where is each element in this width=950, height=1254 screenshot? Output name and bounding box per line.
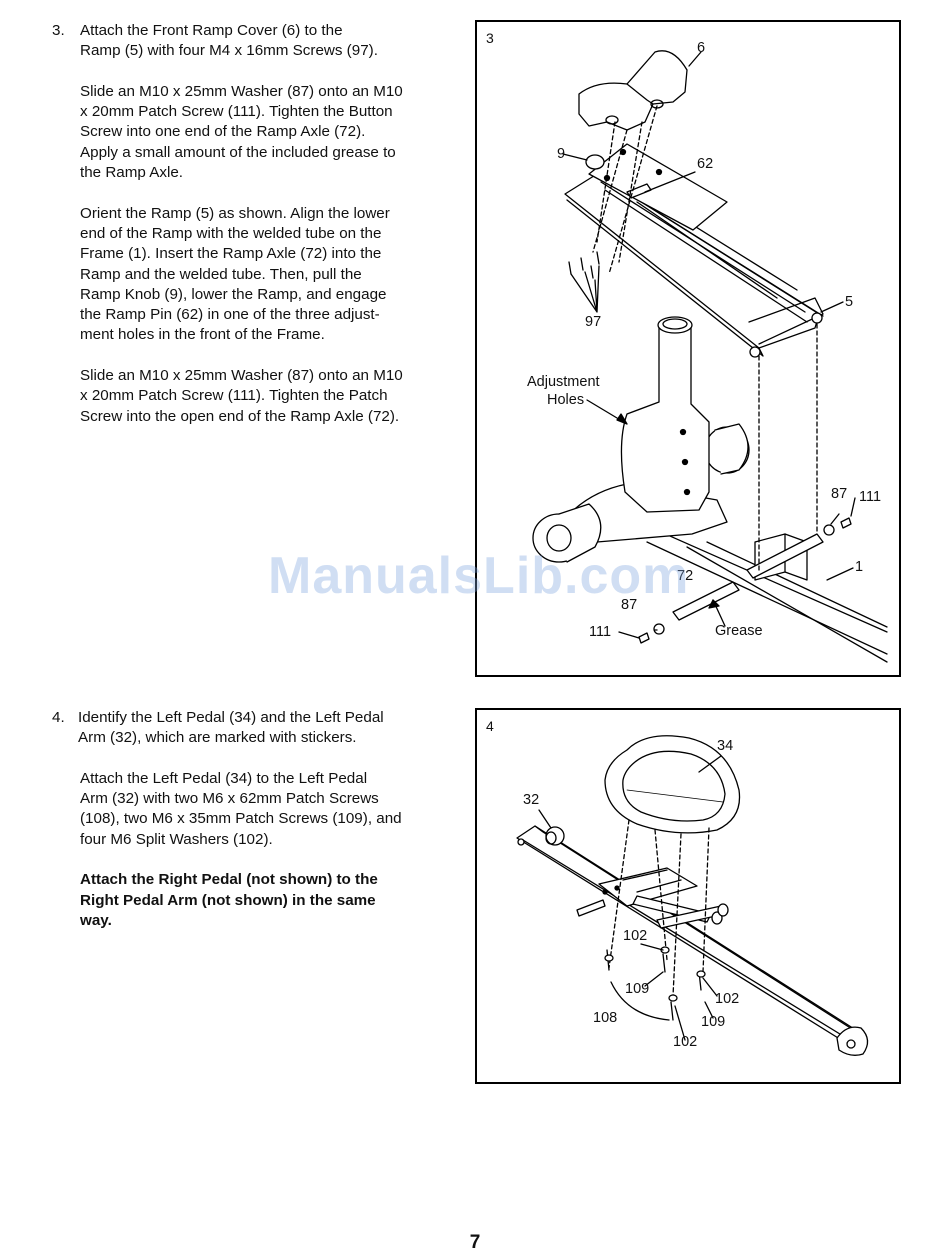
label-ramp: 5 (845, 294, 854, 310)
label-washer-102-top: 102 (623, 928, 648, 944)
text-line: x 20mm Patch Screw (111). Tighten the Bu… (80, 103, 393, 121)
step-4-paragraph: Identify the Left Pedal (34) and the Lef… (78, 708, 458, 749)
ramp-axle-loose (672, 581, 740, 621)
figure-4-pedal-assembly: 4 (475, 708, 901, 1084)
text-line: Slide an M10 x 25mm Washer (87) onto an … (80, 82, 403, 100)
page-number: 7 (469, 1232, 481, 1253)
ramp-knob (585, 154, 605, 170)
label-pedal-arm: 32 (523, 792, 540, 808)
text-line: ment holes in the front of the Frame. (80, 326, 325, 344)
bracket-stub (576, 899, 606, 917)
ramp-end (748, 297, 824, 345)
label-screw-109-right: 109 (701, 1014, 726, 1030)
text-line: x 20mm Patch Screw (111). Tighten the Pa… (80, 387, 388, 405)
figure-4-drawing (516, 735, 869, 1056)
text-line: the Ramp Pin (62) in one of the three ad… (80, 306, 380, 324)
pedal-arm (516, 825, 860, 1047)
label-washer-right: 87 (831, 486, 848, 502)
text-line: Frame (1). Insert the Ramp Axle (72) int… (80, 245, 382, 263)
text-line: four M6 Split Washers (102). (80, 830, 273, 848)
label-screw-108: 108 (593, 1010, 618, 1026)
label-screw-left: 111 (589, 624, 612, 640)
step-4-body: Identify the Left Pedal (34) and the Lef… (78, 708, 458, 952)
washer-right (823, 524, 835, 536)
screws-97 (568, 251, 600, 279)
screw-right (840, 517, 852, 529)
text-line: Screw into one end of the Ramp Axle (72)… (80, 123, 366, 141)
label-washer-102-right: 102 (715, 991, 740, 1007)
text-line: Arm (32) with two M6 x 62mm Patch Screws (80, 790, 379, 808)
text-line: Attach the Right Pedal (not shown) to th… (80, 871, 378, 889)
ramp-axle (746, 533, 824, 579)
label-washer-102-bottom: 102 (673, 1034, 698, 1050)
label-cover: 6 (697, 40, 706, 56)
washer-102 (696, 970, 706, 978)
label-pedal: 34 (717, 738, 734, 754)
step-4-number: 4. (52, 709, 65, 726)
front-ramp-cover (578, 50, 688, 131)
label-adjustment-holes-1: Adjustment (527, 374, 600, 390)
step-4-bold-note: Attach the Right Pedal (not shown) to th… (80, 870, 458, 931)
label-screw-right: 111 (859, 489, 882, 505)
label-axle: 72 (677, 568, 694, 584)
step-3-paragraph: Slide an M10 x 25mm Washer (87) onto an … (80, 366, 460, 427)
frame-upright (620, 326, 710, 513)
step-3-paragraph: Attach the Front Ramp Cover (6) to the R… (80, 21, 460, 62)
figure-3-ramp-assembly: 3 (475, 20, 901, 677)
label-screws-97: 97 (585, 314, 602, 330)
washer-102 (604, 954, 614, 962)
label-grease: Grease (715, 623, 763, 639)
label-knob: 9 (557, 146, 566, 162)
label-pin: 62 (697, 156, 714, 172)
label-screw-109-left: 109 (625, 981, 650, 997)
screw-left (638, 632, 650, 644)
text-line: Arm (32), which are marked with stickers… (78, 729, 357, 747)
label-adjustment-holes-2: Holes (547, 392, 585, 408)
frame-tube-lower (686, 546, 888, 663)
step-3-body: Attach the Front Ramp Cover (6) to the R… (80, 21, 460, 447)
text-line: (108), two M6 x 35mm Patch Screws (109),… (80, 810, 402, 828)
text-line: Attach the Left Pedal (34) to the Left P… (80, 769, 368, 787)
step-3-number: 3. (52, 22, 65, 39)
text-line: way. (80, 911, 112, 929)
washer-102 (668, 994, 678, 1002)
text-line: Orient the Ramp (5) as shown. Align the … (80, 204, 390, 222)
step-3-paragraph: Slide an M10 x 25mm Washer (87) onto an … (80, 82, 460, 183)
figure-3-number: 3 (486, 30, 494, 46)
screw-109-left (662, 953, 666, 973)
text-line: Right Pedal Arm (not shown) in the same (80, 891, 376, 909)
text-line: Identify the Left Pedal (34) and the Lef… (78, 709, 384, 726)
figure-3-drawing (532, 50, 888, 663)
text-line: the Ramp Axle. (80, 164, 183, 182)
screw-108-b (670, 1001, 674, 1021)
text-line: Attach the Front Ramp Cover (6) to the (80, 22, 343, 39)
pedal-bracket (598, 867, 698, 907)
label-frame: 1 (855, 559, 864, 575)
alignment-lines (608, 819, 710, 997)
text-line: Ramp and the welded tube. Then, pull the (80, 265, 362, 283)
text-line: end of the Ramp with the welded tube on … (80, 224, 382, 242)
label-washer-left: 87 (621, 597, 638, 613)
washer-left (653, 623, 665, 635)
text-line: Apply a small amount of the included gre… (80, 143, 396, 161)
text-line: Screw into the open end of the Ramp Axle… (80, 407, 400, 425)
step-4-paragraph: Attach the Left Pedal (34) to the Left P… (80, 769, 458, 850)
figure-4-number: 4 (486, 718, 494, 734)
watermark: ManualsLib.com (268, 547, 690, 605)
text-line: Ramp Knob (9), lower the Ramp, and engag… (80, 285, 387, 303)
text-line: Ramp (5) with four M4 x 16mm Screws (97)… (80, 42, 378, 60)
text-line: Slide an M10 x 25mm Washer (87) onto an … (80, 367, 403, 385)
step-3-paragraph: Orient the Ramp (5) as shown. Align the … (80, 204, 460, 346)
alignment-lines (592, 105, 818, 571)
